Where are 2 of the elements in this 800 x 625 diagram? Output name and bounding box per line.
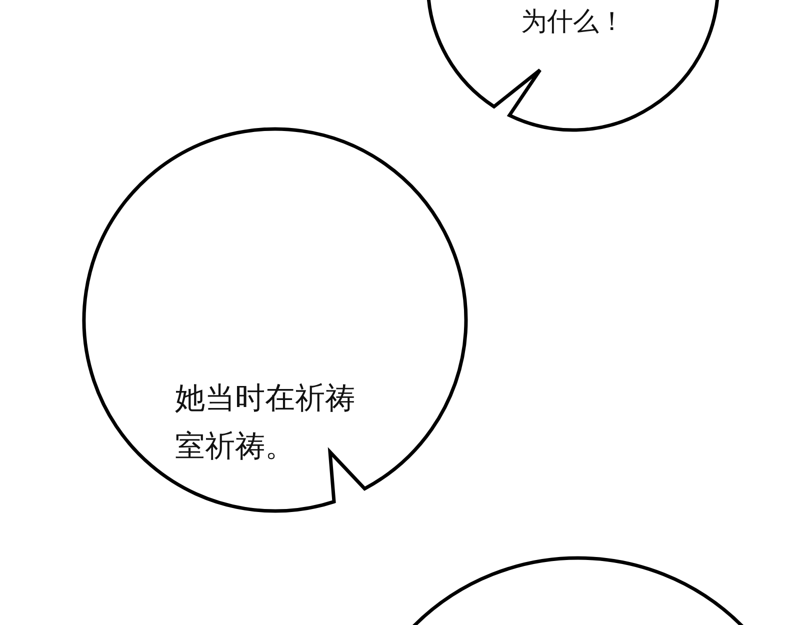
speech-text: 她当时在祈祷室祈祷。 bbox=[175, 380, 356, 466]
speech-text: 为什么！ bbox=[520, 6, 626, 39]
